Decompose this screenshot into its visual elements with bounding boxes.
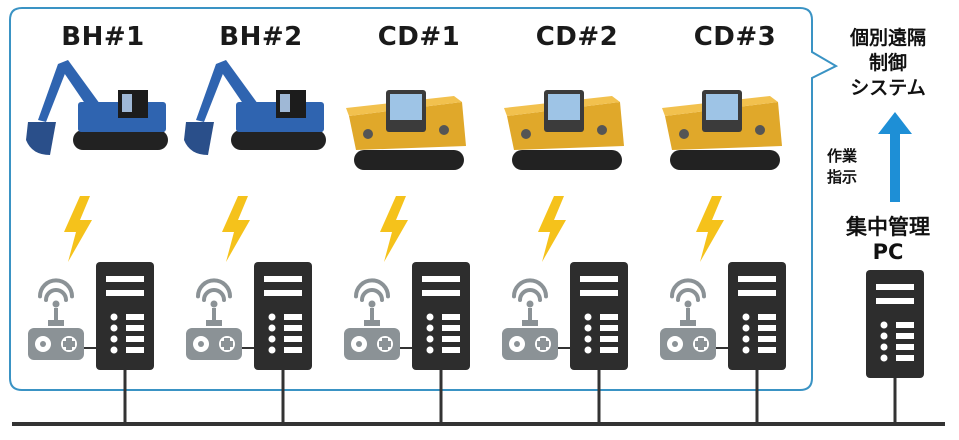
lightning-bolt-icon bbox=[222, 196, 250, 262]
remote-controller-icon bbox=[660, 278, 716, 360]
field-unit-cd1 bbox=[344, 90, 470, 424]
remote-controller-icon bbox=[344, 278, 400, 360]
field-unit-bh2 bbox=[184, 60, 326, 424]
field-unit-cd3 bbox=[660, 90, 786, 424]
field-unit-cd2 bbox=[502, 90, 628, 424]
unit-title: BH#1 bbox=[61, 22, 145, 52]
control-server-icon bbox=[96, 262, 154, 370]
field-units-frame bbox=[9, 7, 839, 391]
excavator-icon bbox=[184, 60, 326, 155]
field-unit-bh1 bbox=[26, 60, 168, 424]
crawler-dump-icon bbox=[662, 90, 782, 170]
crawler-dump-icon bbox=[504, 90, 624, 170]
lightning-bolt-icon bbox=[538, 196, 566, 262]
instruction-line2: 指示 bbox=[826, 168, 857, 186]
remote-controller-icon bbox=[502, 278, 558, 360]
instruction-line1: 作業 bbox=[826, 147, 857, 165]
remote-control-system-label: 個別遠隔 制御 システム bbox=[818, 26, 958, 101]
excavator-icon bbox=[26, 60, 168, 155]
remote-system-line2: 制御 bbox=[868, 52, 907, 74]
central-pc-line1: 集中管理 bbox=[846, 215, 930, 239]
remote-controller-icon bbox=[28, 278, 84, 360]
unit-title: BH#2 bbox=[219, 22, 303, 52]
unit-title: CD#2 bbox=[535, 22, 619, 52]
control-server-icon bbox=[570, 262, 628, 370]
central-pc-server-icon bbox=[866, 270, 924, 424]
control-server-icon bbox=[412, 262, 470, 370]
control-server-icon bbox=[254, 262, 312, 370]
control-server-icon bbox=[728, 262, 786, 370]
lightning-bolt-icon bbox=[696, 196, 724, 262]
unit-title: CD#3 bbox=[693, 22, 777, 52]
remote-controller-icon bbox=[186, 278, 242, 360]
central-pc-line2: PC bbox=[872, 240, 904, 264]
central-pc-label: 集中管理 PC bbox=[818, 215, 958, 265]
lightning-bolt-icon bbox=[380, 196, 408, 262]
remote-system-line1: 個別遠隔 bbox=[849, 27, 926, 49]
work-instruction-label: 作業 指示 bbox=[812, 146, 872, 188]
unit-title: CD#1 bbox=[377, 22, 461, 52]
lightning-bolt-icon bbox=[64, 196, 92, 262]
crawler-dump-icon bbox=[346, 90, 466, 170]
instruction-arrow-icon bbox=[878, 112, 912, 202]
remote-system-line3: システム bbox=[850, 77, 926, 99]
